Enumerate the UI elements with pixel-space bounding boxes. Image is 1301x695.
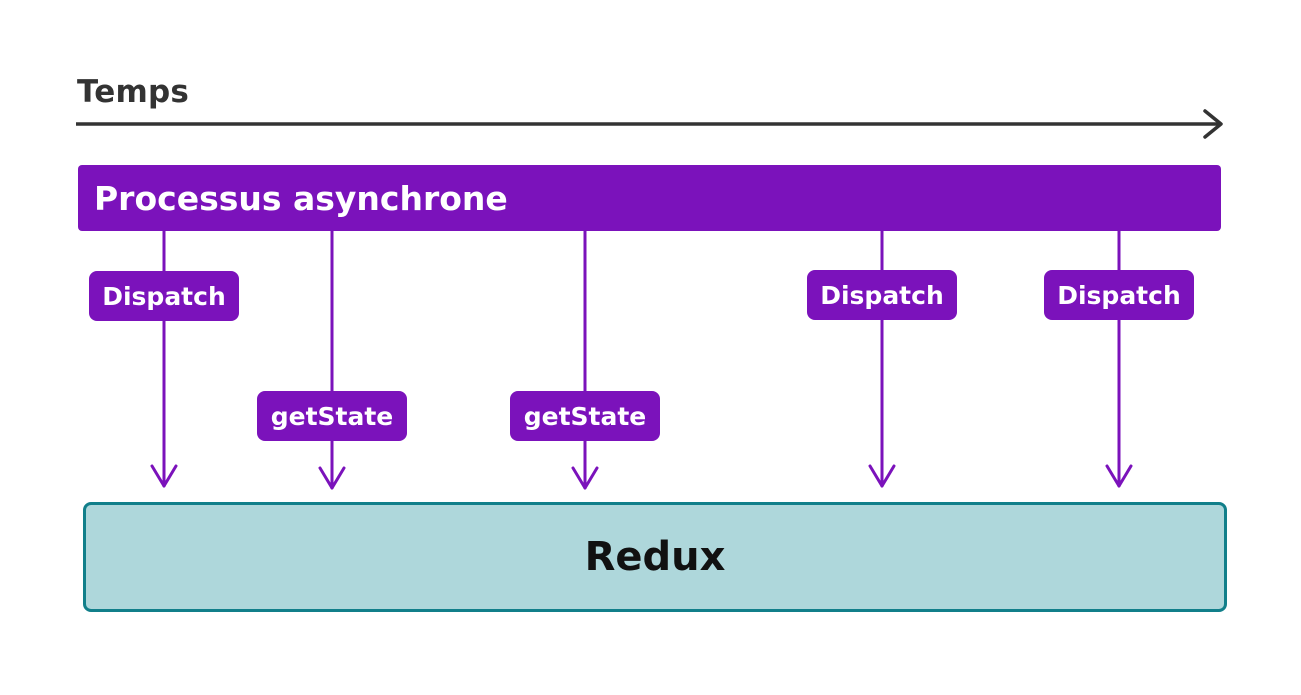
redux-title: Redux xyxy=(584,534,726,580)
arrow-getstate-2 xyxy=(571,229,599,490)
async-process-title: Processus asynchrone xyxy=(94,179,508,218)
dispatch-badge: Dispatch xyxy=(89,271,239,321)
getstate-badge: getState xyxy=(257,391,407,441)
arrow-dispatch-1 xyxy=(150,229,178,488)
arrow-getstate-1 xyxy=(318,229,346,490)
redux-store-box: Redux xyxy=(83,502,1227,612)
getstate-badge: getState xyxy=(510,391,660,441)
time-arrow xyxy=(76,109,1223,139)
time-label: Temps xyxy=(77,74,189,110)
dispatch-badge: Dispatch xyxy=(807,270,957,320)
dispatch-badge: Dispatch xyxy=(1044,270,1194,320)
async-process-bar: Processus asynchrone xyxy=(78,165,1221,231)
